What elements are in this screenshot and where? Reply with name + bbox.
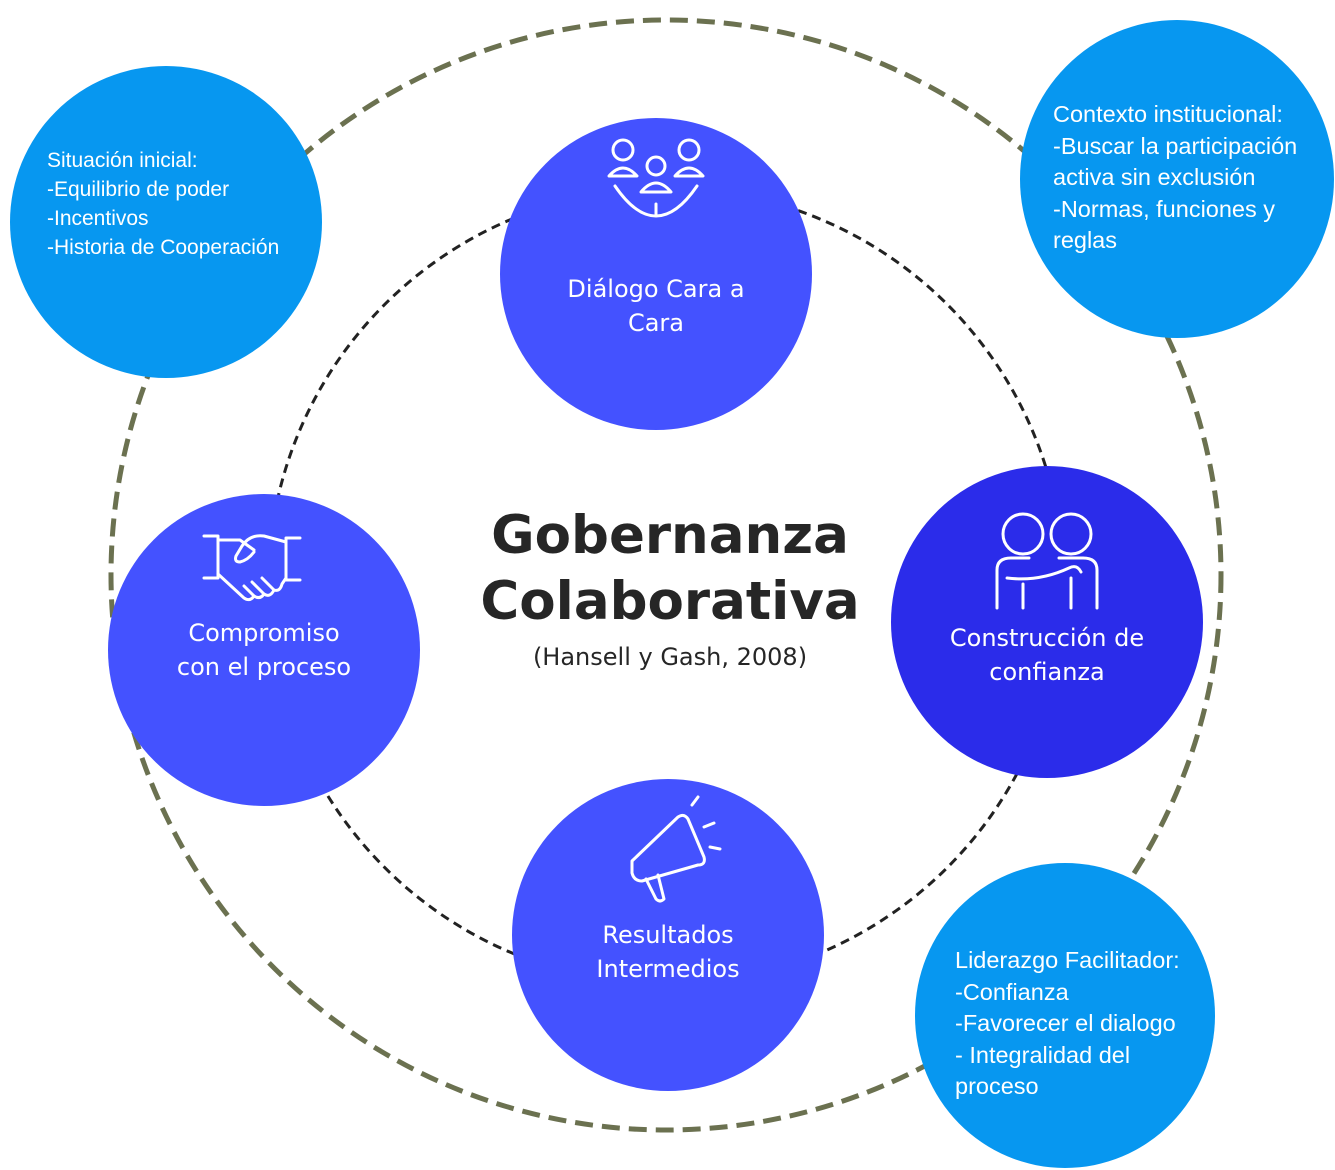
stage-dialogo-circle: Diálogo Cara a Cara [500, 118, 812, 430]
context-situacion-circle: Situación inicial: -Equilibrio de poder … [10, 66, 322, 378]
megaphone-icon [630, 795, 722, 903]
context-liderazgo-text: Liderazgo Facilitador: -Confianza -Favor… [955, 947, 1180, 1099]
stage-resultados-label: Resultados Intermedios [596, 921, 740, 983]
stage-confianza-circle: Construcción de confianza [891, 466, 1203, 778]
friends-embrace-icon [995, 512, 1099, 610]
people-group-icon [607, 138, 705, 218]
context-contexto-circle: Contexto institucional: -Buscar la parti… [1020, 20, 1334, 338]
diagram-citation: (Hansell y Gash, 2008) [532, 643, 808, 671]
stage-confianza-label: Construcción de confianza [949, 624, 1145, 686]
stage-resultados-circle: Resultados Intermedios [512, 779, 824, 1091]
handshake-icon [202, 534, 302, 602]
stage-compromiso-circle: Compromiso con el proceso [108, 494, 420, 806]
diagram-title: Gobernanza Colaborativa [480, 505, 860, 632]
context-liderazgo-circle: Liderazgo Facilitador: -Confianza -Favor… [915, 863, 1215, 1168]
outer-dashed-ring [108, 17, 1224, 1133]
stage-dialogo-label: Diálogo Cara a Cara [567, 275, 745, 337]
context-situacion-text: Situación inicial: -Equilibrio de poder … [47, 149, 280, 259]
stage-compromiso-label: Compromiso con el proceso [176, 619, 352, 681]
context-contexto-text: Contexto institucional: -Buscar la parti… [1053, 101, 1298, 253]
